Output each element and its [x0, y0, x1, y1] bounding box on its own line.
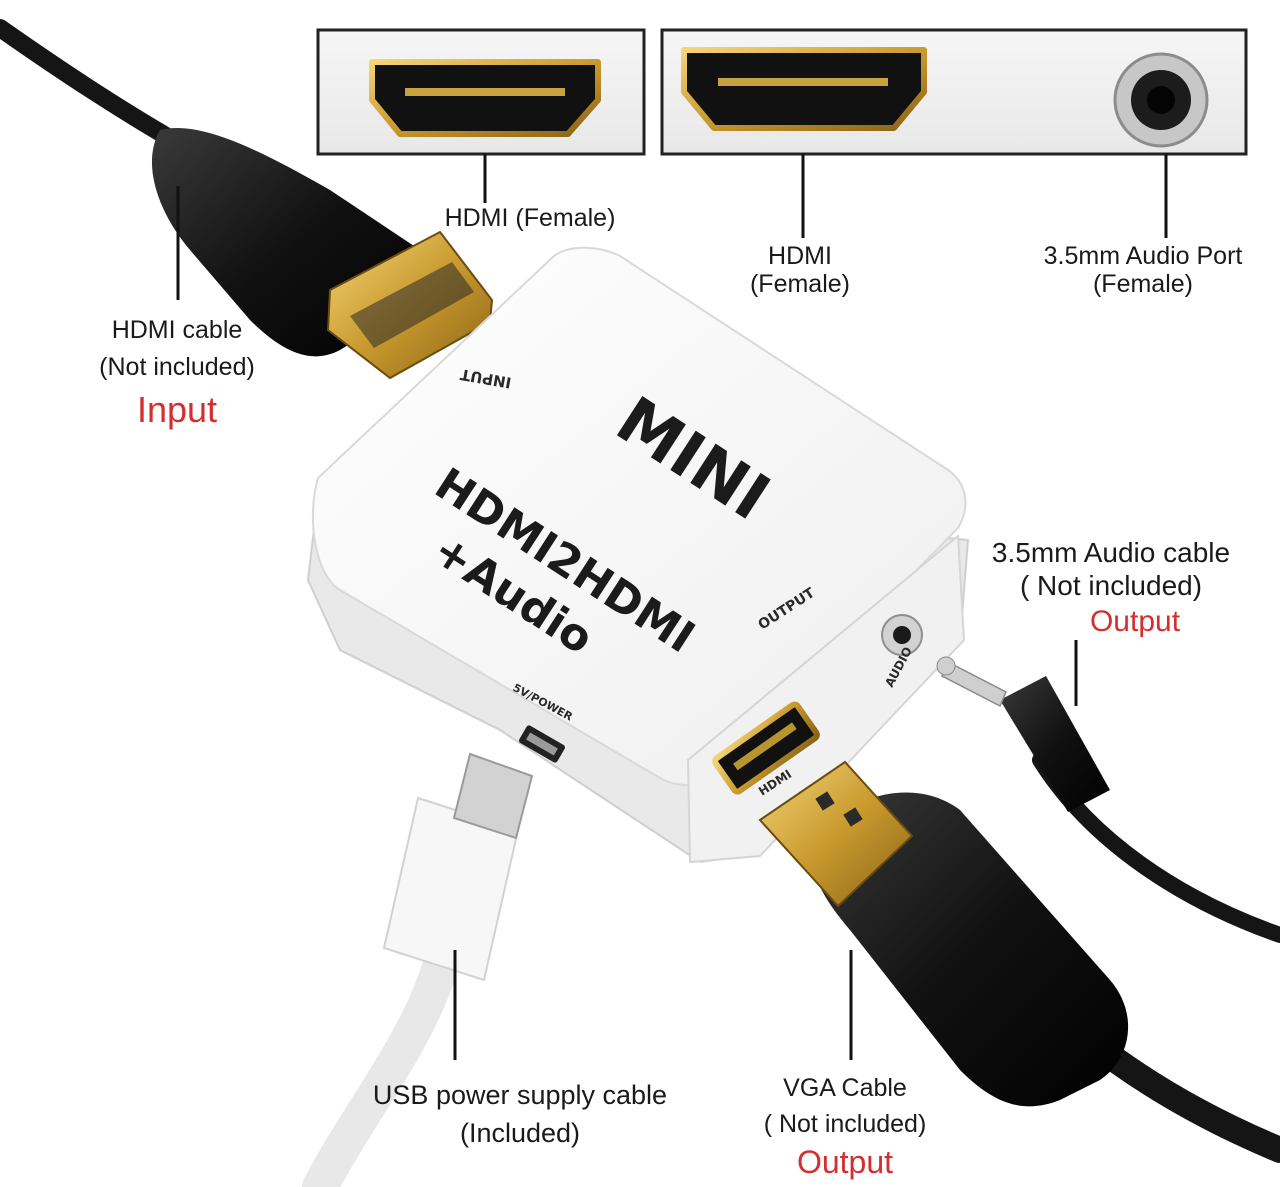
adapter-device [306, 246, 970, 864]
output-port-panel [660, 28, 1248, 156]
output-hdmi-cable [758, 760, 1280, 1163]
usb-power-cable [302, 752, 534, 1187]
hdmi-plug-black-2 [811, 792, 1129, 1107]
audio-cable [936, 656, 1280, 943]
audio-port-callout: 3.5mm Audio Port (Female) [1020, 242, 1266, 298]
audio-cable-name: 3.5mm Audio cable [991, 537, 1231, 568]
input-role-label: Input [136, 389, 218, 430]
input-cable-note: (Not included) [99, 353, 255, 381]
hdmi-plug-gold-tip-2 [758, 760, 914, 908]
audio-cable-note: ( Not included) [1019, 570, 1203, 601]
vga-cable-note: ( Not included) [763, 1110, 927, 1138]
input-cable-callout: HDMI cable (Not included) Input [72, 312, 282, 434]
vga-cable-name: VGA Cable [783, 1074, 907, 1102]
output-hdmi-port-note: (Female) [749, 270, 850, 298]
usb-cable-note: (Included) [459, 1118, 581, 1148]
usb-cable-callout: USB power supply cable (Included) [350, 1076, 690, 1152]
output-hdmi-port-callout: HDMI (Female) [720, 242, 880, 298]
vga-role-label: Output [796, 1144, 894, 1180]
output-hdmi-port-name: HDMI [768, 242, 832, 270]
vga-cable-callout: VGA Cable ( Not included) Output [740, 1070, 950, 1182]
input-port-callout: HDMI (Female) [420, 203, 640, 233]
audio-port-note: (Female) [1092, 270, 1193, 298]
usb-cable-name: USB power supply cable [372, 1080, 668, 1110]
audio-port-name: 3.5mm Audio Port [1043, 242, 1243, 270]
input-cable-name: HDMI cable [111, 316, 243, 344]
input-port-panel [316, 28, 646, 156]
input-hdmi-cable [0, 19, 494, 380]
input-port-name: HDMI (Female) [444, 204, 616, 232]
audio-role-label: Output [1089, 605, 1181, 638]
usb-plug-metal [452, 752, 534, 840]
audio-cable-callout: 3.5mm Audio cable ( Not included) Output [966, 536, 1256, 642]
